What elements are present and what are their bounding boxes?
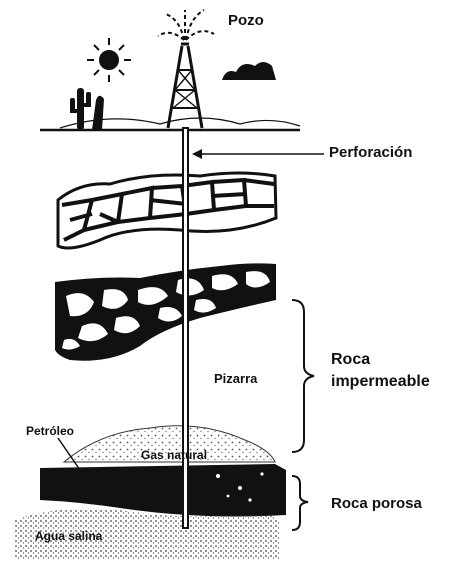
drill-pipe: [183, 128, 188, 528]
drilling-label: Perforación: [329, 145, 412, 160]
cloud-icon: [222, 62, 276, 80]
impermeable-bracket: [292, 300, 314, 452]
porous-rock-label: Roca porosa: [331, 496, 422, 511]
shale-label: Pizarra: [214, 372, 257, 385]
natural-gas-label: Gas natural: [141, 449, 207, 461]
porous-bracket: [292, 476, 308, 530]
well-label: Pozo: [228, 13, 264, 28]
impermeable-rock-label-line2: impermeable: [331, 371, 430, 393]
impermeable-rock-label: Roca impermeable: [331, 349, 430, 392]
oil-derrick-icon: [158, 10, 214, 128]
impermeable-rock-label-line1: Roca: [331, 349, 430, 371]
drilling-pointer: [192, 149, 324, 159]
rock-layer-lower: [55, 263, 276, 360]
sun-icon: [87, 38, 131, 82]
salt-water-label: Agua salina: [35, 530, 102, 542]
rock-layer-upper: [58, 173, 276, 248]
oil-label: Petróleo: [26, 425, 74, 437]
